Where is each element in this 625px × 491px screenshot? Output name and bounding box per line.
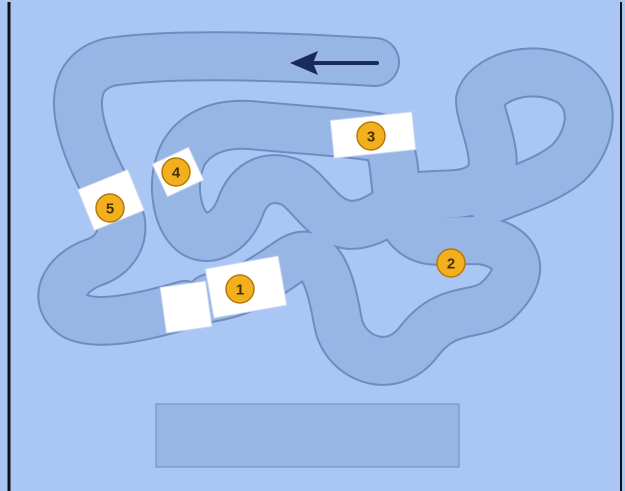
marker-5-label: 5 (106, 201, 114, 218)
marker-2-label: 2 (447, 256, 455, 273)
corner-markers: 1 2 3 4 5 (95, 121, 466, 304)
marker-4-circle (161, 157, 191, 187)
marker-4: 4 (161, 157, 191, 187)
marker-5-circle (95, 193, 125, 223)
marker-3-label: 3 (367, 129, 375, 146)
marker-1-label: 1 (236, 282, 244, 299)
marker-3: 3 (356, 121, 386, 151)
marker-1-circle (225, 274, 255, 304)
marker-2: 2 (436, 248, 466, 278)
marker-3-circle (356, 121, 386, 151)
marker-5: 5 (95, 193, 125, 223)
marker-2-circle (436, 248, 466, 278)
pad-start-left (159, 280, 213, 334)
arrow-head (290, 51, 318, 75)
pit-boxes (77, 111, 417, 334)
arrow-left-icon (290, 51, 379, 75)
marker-1: 1 (225, 274, 255, 304)
placeholder-box (155, 403, 460, 468)
marker-4-label: 4 (172, 165, 181, 182)
